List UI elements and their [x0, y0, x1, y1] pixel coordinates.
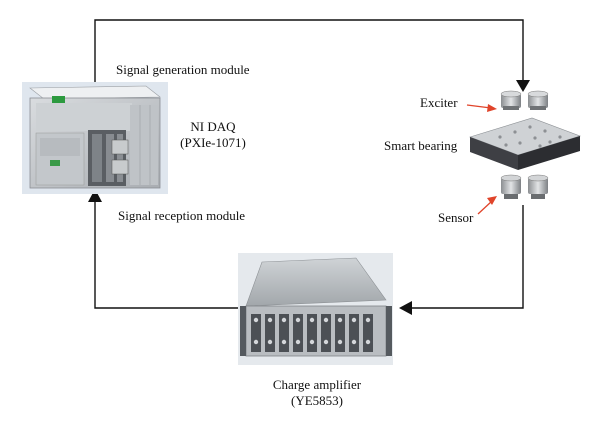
amplifier-model: (YE5853)	[291, 393, 343, 408]
amplifier-name: Charge amplifier	[272, 377, 362, 392]
line-daq-to-exciter	[94, 19, 524, 82]
daq-model: (PXIe-1071)	[180, 135, 246, 150]
arrowhead-amplifier	[399, 301, 412, 315]
exciter-photo	[500, 90, 549, 110]
signal-reception-module-label: Signal reception module	[118, 208, 246, 223]
daq-photo	[22, 82, 168, 194]
sensor-label: Sensor	[438, 210, 474, 225]
sensor-photo	[500, 174, 549, 199]
daq-name: NI DAQ	[190, 119, 236, 134]
smart-bearing-photo	[469, 117, 581, 170]
exciter-callout-arrow	[466, 104, 497, 112]
charge-amplifier-label: Charge amplifier (YE5853)	[252, 377, 382, 409]
arrowhead-exciter	[516, 80, 530, 92]
exciter-label: Exciter	[420, 95, 458, 110]
smart-bearing-label: Smart bearing	[384, 138, 458, 153]
arrowhead-daq	[88, 189, 102, 202]
line-amplifier-to-daq	[94, 200, 238, 309]
sensor-callout-arrow	[477, 196, 497, 215]
line-sensor-to-amplifier	[410, 205, 524, 309]
daq-logo-badge	[52, 96, 65, 103]
signal-generation-module-label: Signal generation module	[116, 62, 250, 77]
flow-lines	[94, 19, 524, 309]
daq-label: NI DAQ (PXIe-1071)	[176, 119, 250, 151]
charge-amplifier-photo	[238, 253, 393, 365]
